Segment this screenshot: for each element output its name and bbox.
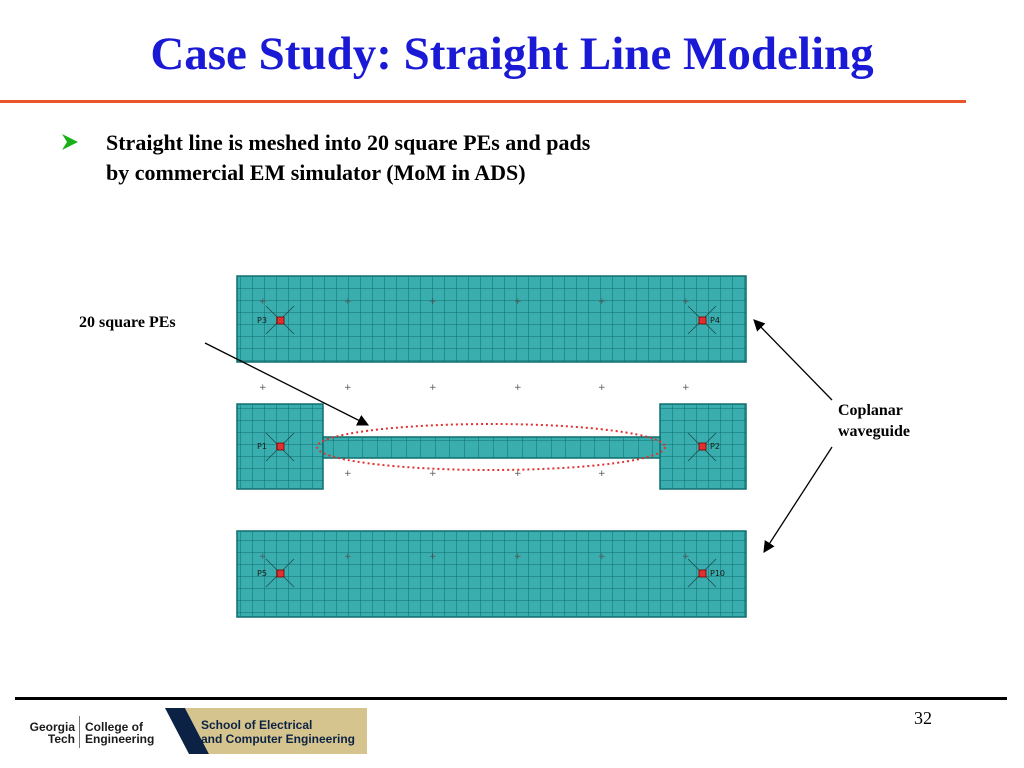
port-bottom-right	[687, 558, 717, 588]
cpw-label-line-2: waveguide	[838, 423, 910, 440]
cpw-label-line-1: Coplanar	[838, 402, 903, 419]
logo-georgia-tech: Georgia Tech	[17, 721, 75, 745]
cpw-callout-label: Coplanar waveguide	[838, 400, 910, 442]
svg-text:+: +	[344, 297, 352, 307]
logo-coe-line-2: Engineering	[85, 732, 155, 746]
port-label-mid-left: P1	[257, 442, 267, 451]
logo-coe-line-1: College of	[85, 720, 144, 734]
svg-text:+: +	[598, 552, 606, 562]
bullet-text: Straight line is meshed into 20 square P…	[106, 128, 746, 188]
svg-text:+: +	[259, 552, 267, 562]
svg-text:+: +	[682, 297, 690, 307]
bottom-ground-plane	[236, 530, 747, 618]
port-top-right	[687, 305, 717, 335]
logo-gt-line-1: Georgia	[29, 720, 75, 734]
port-label-top-left: P3	[257, 316, 267, 325]
port-label-mid-right: P2	[710, 442, 720, 451]
top-ground-plane	[236, 275, 747, 363]
port-label-bottom-left: P5	[257, 569, 267, 578]
svg-text:+: +	[598, 469, 606, 479]
svg-text:+: +	[344, 469, 352, 479]
svg-text:+: +	[429, 383, 437, 393]
gap-markers: + + + + + + + + + + + + + + + + + + + + + +	[259, 297, 690, 562]
pes-highlight-ellipse	[316, 423, 666, 471]
bullet-arrow-icon	[62, 134, 78, 150]
pes-callout-label: 20 square PEs	[79, 314, 176, 331]
footer-divider	[15, 697, 1007, 700]
svg-text:+: +	[514, 552, 522, 562]
logo-school: School of Electrical and Computer Engine…	[201, 718, 355, 746]
port-top-left	[265, 305, 295, 335]
svg-text:+: +	[514, 383, 522, 393]
svg-text:+: +	[429, 552, 437, 562]
logo-divider	[79, 716, 80, 748]
logo-school-line-2: and Computer Engineering	[201, 732, 356, 746]
logo-gt-line-2: Tech	[47, 732, 75, 746]
svg-text:+: +	[514, 469, 522, 479]
svg-text:+: +	[429, 469, 437, 479]
svg-text:+: +	[344, 552, 352, 562]
svg-text:+: +	[344, 383, 352, 393]
port-mid-left	[265, 432, 295, 462]
bullet-line-2: by commercial EM simulator (MoM in ADS)	[106, 160, 526, 185]
signal-line-pes	[322, 436, 661, 459]
port-label-bottom-right: P10	[710, 569, 725, 578]
title-divider	[0, 100, 966, 103]
svg-text:+: +	[598, 297, 606, 307]
bullet-line-1: Straight line is meshed into 20 square P…	[106, 130, 591, 155]
svg-text:+: +	[259, 383, 267, 393]
svg-text:+: +	[598, 383, 606, 393]
georgia-tech-ece-logo: Georgia Tech College of Engineering Scho…	[15, 708, 367, 754]
page-number: 32	[914, 708, 932, 728]
logo-gold-band	[185, 708, 367, 754]
port-mid-right	[687, 432, 717, 462]
svg-text:+: +	[429, 297, 437, 307]
svg-text:+: +	[514, 297, 522, 307]
svg-text:+: +	[682, 552, 690, 562]
slide-title: Case Study: Straight Line Modeling	[150, 28, 874, 80]
pes-callout-arrow	[204, 342, 370, 426]
cpw-callout-arrow-bottom	[763, 446, 833, 553]
port-label-top-right: P4	[710, 316, 720, 325]
logo-college: College of Engineering	[85, 721, 154, 745]
logo-school-line-1: School of Electrical	[201, 718, 313, 732]
port-bottom-left	[265, 558, 295, 588]
logo-wedge-shape	[165, 708, 209, 754]
cpw-callout-arrow-top	[753, 319, 833, 401]
svg-text:+: +	[682, 383, 690, 393]
svg-text:+: +	[259, 297, 267, 307]
